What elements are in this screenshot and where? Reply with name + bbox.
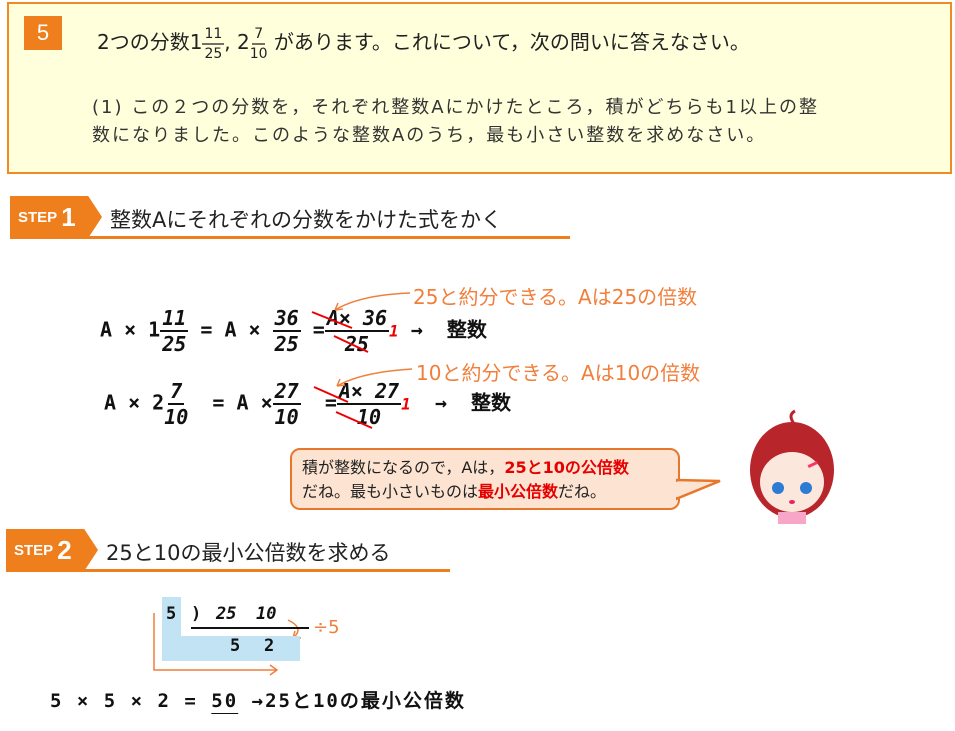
eq-result: 整数 [446,317,487,342]
denominator: 10 [274,405,299,429]
step-number: 1 [61,201,76,232]
denominator: 10 [356,405,382,429]
curved-arrow-icon [336,368,413,387]
divisor: 5 [166,604,177,624]
numerator: A× 27 [336,379,402,405]
intro-sep: , 2 [224,30,250,54]
division-bracket: ) [191,604,202,624]
division-line [191,627,309,629]
denominator: 10 [249,45,268,62]
step1-underline [10,236,570,239]
cancel-strikes [311,311,373,429]
note-divisible-10: 10と約分できる。Aは10の倍数 [416,361,701,385]
denominator: 25 [274,332,299,356]
dividend-10: 10 [256,604,277,624]
step-number: 2 [57,534,72,565]
numerator: 36 [272,306,301,332]
eq-lhs: A × 2 [104,390,165,415]
eq-mid: = A × [200,317,261,342]
bubble-text: だね。最も小さいものは [302,482,479,501]
bubble-highlight: 25と10の公倍数 [504,458,629,477]
step-label: STEP [14,541,54,559]
note-divisible-25: 25と約分できる。Aは25の倍数 [413,285,698,309]
step1-title: 整数Aにそれぞれの分数をかけた式をかく [110,208,502,232]
numerator: 7 [168,379,185,405]
bubble-text: 積が整数になるので，Aは， [302,458,505,477]
speech-bubble: 積が整数になるので，Aは，25と10の公倍数 だね。最も小さいものは最小公倍数だ… [290,448,680,510]
strike-line [333,335,369,353]
strike-line [335,411,373,429]
speech-bubble-tail [676,478,721,501]
l-arrow-icon [153,613,276,671]
bubble-text: だね。 [558,482,607,501]
arrow: → [434,390,447,415]
character-illustration [750,409,834,524]
step-label: STEP [18,208,58,226]
step2-title: 25と10の最小公倍数を求める [106,541,391,565]
curved-arrows [153,292,413,676]
cancel-result: 1 [389,321,399,341]
eq-mid: = A × [212,390,273,415]
eq-result: 整数 [470,390,511,415]
numerator: 27 [272,379,301,405]
equals: = [312,317,325,342]
highlight-quotient-row [181,636,300,661]
intro-suffix: があります。これについて，次の問いに答えなさい。 [273,30,750,54]
final-expression: 5 × 5 × 2 = [50,690,198,712]
curved-arrow-icon [334,292,411,311]
question-1-line-2: 数になりました。このような整数Aのうち，最も小さい整数を求めなさい。 [92,125,767,146]
quotient-2: 2 [264,636,275,656]
final-suffix: →25と10の最小公倍数 [251,690,466,712]
denominator: 25 [162,332,187,356]
numerator: 7 [252,27,266,45]
intro-prefix: 2つの分数1 [97,30,203,54]
final-answer: 50 [211,690,239,712]
numerator: 11 [202,27,225,45]
strike-line [313,386,349,403]
arrow: → [410,317,423,342]
dividend-25: 25 [216,604,237,624]
numerator: 11 [160,306,189,332]
bubble-highlight: 最小公倍数 [478,482,559,501]
problem-box [7,2,952,174]
quotient-5: 5 [230,636,241,656]
eq-lhs: A × 1 [100,317,161,342]
strike-line [311,311,353,329]
problem-number-badge: 5 [24,16,62,50]
step2-underline [6,569,450,572]
denominator: 25 [204,45,223,62]
cancel-result: 1 [401,394,411,414]
highlight-divisor-column [162,597,181,661]
question-1-line-1: (1) この２つの分数を，それぞれ整数Aにかけたところ，積がどちらも1以上の整 [92,97,819,118]
divide-by-5-note: ÷5 [313,617,340,638]
denominator: 10 [164,405,189,429]
final-line: 5 × 5 × 2 = 50 →25と10の最小公倍数 [50,686,466,713]
